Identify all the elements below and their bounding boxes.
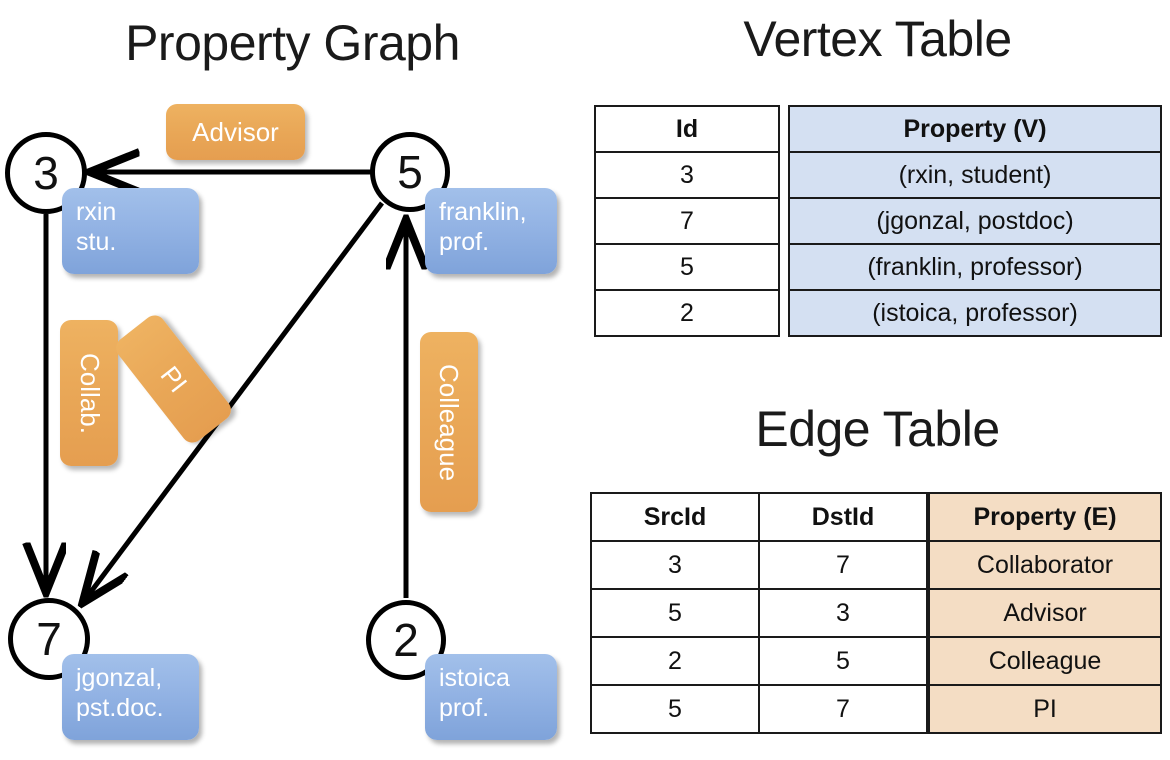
graph-node-2-label: 2 — [393, 614, 419, 666]
vertex-table-cell-property: (jgonzal, postdoc) — [788, 197, 1162, 245]
table-header-row: Property (V) — [788, 105, 1162, 153]
node-property-box-franklin: franklin, prof. — [425, 188, 557, 274]
table-header-row: SrcId DstId — [590, 492, 928, 542]
table-row: 5 — [594, 243, 780, 291]
vertex-table-cell-id: 7 — [594, 197, 780, 245]
node-property-line-2: prof. — [439, 227, 490, 256]
edge-label-advisor-text: Advisor — [192, 116, 279, 147]
edge-table-cell-dstid: 3 — [758, 588, 928, 638]
edge-table-header-property: Property (E) — [928, 492, 1162, 542]
vertex-table-property-column: Property (V) (rxin, student) (jgonzal, p… — [788, 105, 1162, 337]
graph-node-3-label: 3 — [33, 147, 59, 199]
table-row: (istoica, professor) — [788, 289, 1162, 337]
edge-table-property-column: Property (E) Collaborator Advisor Collea… — [928, 492, 1162, 734]
edge-table-cell-srcid: 5 — [590, 684, 760, 734]
edge-label-colleague-text: Colleague — [434, 363, 465, 481]
node-property-line-2: pst.doc. — [76, 693, 164, 722]
table-row: 7 — [594, 197, 780, 245]
edge-table-cell-property: Colleague — [928, 636, 1162, 686]
edge-5-to-7 — [84, 201, 385, 601]
table-row: 3 — [594, 151, 780, 199]
edge-table-cell-property: PI — [928, 684, 1162, 734]
vertex-table-header-property: Property (V) — [788, 105, 1162, 153]
node-property-line-1: rxin — [76, 198, 117, 226]
table-row: 5 7 — [590, 684, 928, 734]
vertex-table-cell-id: 5 — [594, 243, 780, 291]
vertex-table-cell-property: (istoica, professor) — [788, 289, 1162, 337]
edge-label-advisor: Advisor — [166, 104, 305, 160]
table-row: Advisor — [928, 588, 1162, 638]
edge-table-cell-dstid: 7 — [758, 684, 928, 734]
node-property-box-jgonzal: jgonzal, pst.doc. — [62, 654, 199, 740]
node-property-box-rxin: rxin stu. — [62, 188, 199, 274]
node-property-box-istoica: istoica prof. — [425, 654, 557, 740]
vertex-table-cell-id: 3 — [594, 151, 780, 199]
table-header-row: Id — [594, 105, 780, 153]
edge-label-collab: Collab. — [60, 320, 118, 466]
edge-table-header-dstid: DstId — [758, 492, 928, 542]
table-row: 2 — [594, 289, 780, 337]
table-row: (rxin, student) — [788, 151, 1162, 199]
edge-table-header-srcid: SrcId — [590, 492, 760, 542]
property-graph-diagram: 3 5 7 2 rxin stu. franklin, prof. jgonza… — [0, 0, 585, 760]
edge-label-collab-text: Collab. — [74, 352, 105, 434]
table-row: (franklin, professor) — [788, 243, 1162, 291]
table-row: 5 3 — [590, 588, 928, 638]
table-header-row: Property (E) — [928, 492, 1162, 542]
edge-table-cell-srcid: 5 — [590, 588, 760, 638]
vertex-table-cell-id: 2 — [594, 289, 780, 337]
edge-label-pi-text: PI — [154, 359, 194, 398]
edge-table-cell-property: Advisor — [928, 588, 1162, 638]
graph-edges-svg — [0, 0, 585, 760]
page-title-property-graph: Property Graph — [125, 15, 460, 71]
node-property-line-2: prof. — [439, 693, 490, 722]
graph-node-7-label: 7 — [36, 613, 62, 665]
table-row: 2 5 — [590, 636, 928, 686]
edge-table-cell-srcid: 3 — [590, 540, 760, 590]
page-title-edge-table: Edge Table — [755, 401, 1000, 457]
node-property-line-2: stu. — [76, 227, 117, 256]
node-property-line-1: jgonzal, — [76, 664, 163, 692]
edge-table-cell-dstid: 7 — [758, 540, 928, 590]
edge-table-cell-srcid: 2 — [590, 636, 760, 686]
graph-node-2[interactable]: 2 — [366, 600, 446, 680]
edge-table-cell-dstid: 5 — [758, 636, 928, 686]
edge-label-colleague: Colleague — [420, 332, 478, 512]
edge-table-id-columns: SrcId DstId 3 7 5 3 2 5 5 7 — [590, 492, 928, 734]
vertex-table-header-id: Id — [594, 105, 780, 153]
vertex-table-cell-property: (rxin, student) — [788, 151, 1162, 199]
table-row: Collaborator — [928, 540, 1162, 590]
graph-node-5[interactable]: 5 — [370, 132, 450, 212]
table-row: PI — [928, 684, 1162, 734]
page-title-vertex-table: Vertex Table — [743, 11, 1012, 67]
vertex-table-id-column: Id 3 7 5 2 — [594, 105, 780, 337]
node-property-line-1: istoica — [439, 664, 510, 692]
node-property-line-1: franklin, — [439, 198, 527, 226]
table-row: 3 7 — [590, 540, 928, 590]
graph-node-5-label: 5 — [397, 146, 423, 198]
vertex-table-cell-property: (franklin, professor) — [788, 243, 1162, 291]
table-row: Colleague — [928, 636, 1162, 686]
edge-table-cell-property: Collaborator — [928, 540, 1162, 590]
table-row: (jgonzal, postdoc) — [788, 197, 1162, 245]
